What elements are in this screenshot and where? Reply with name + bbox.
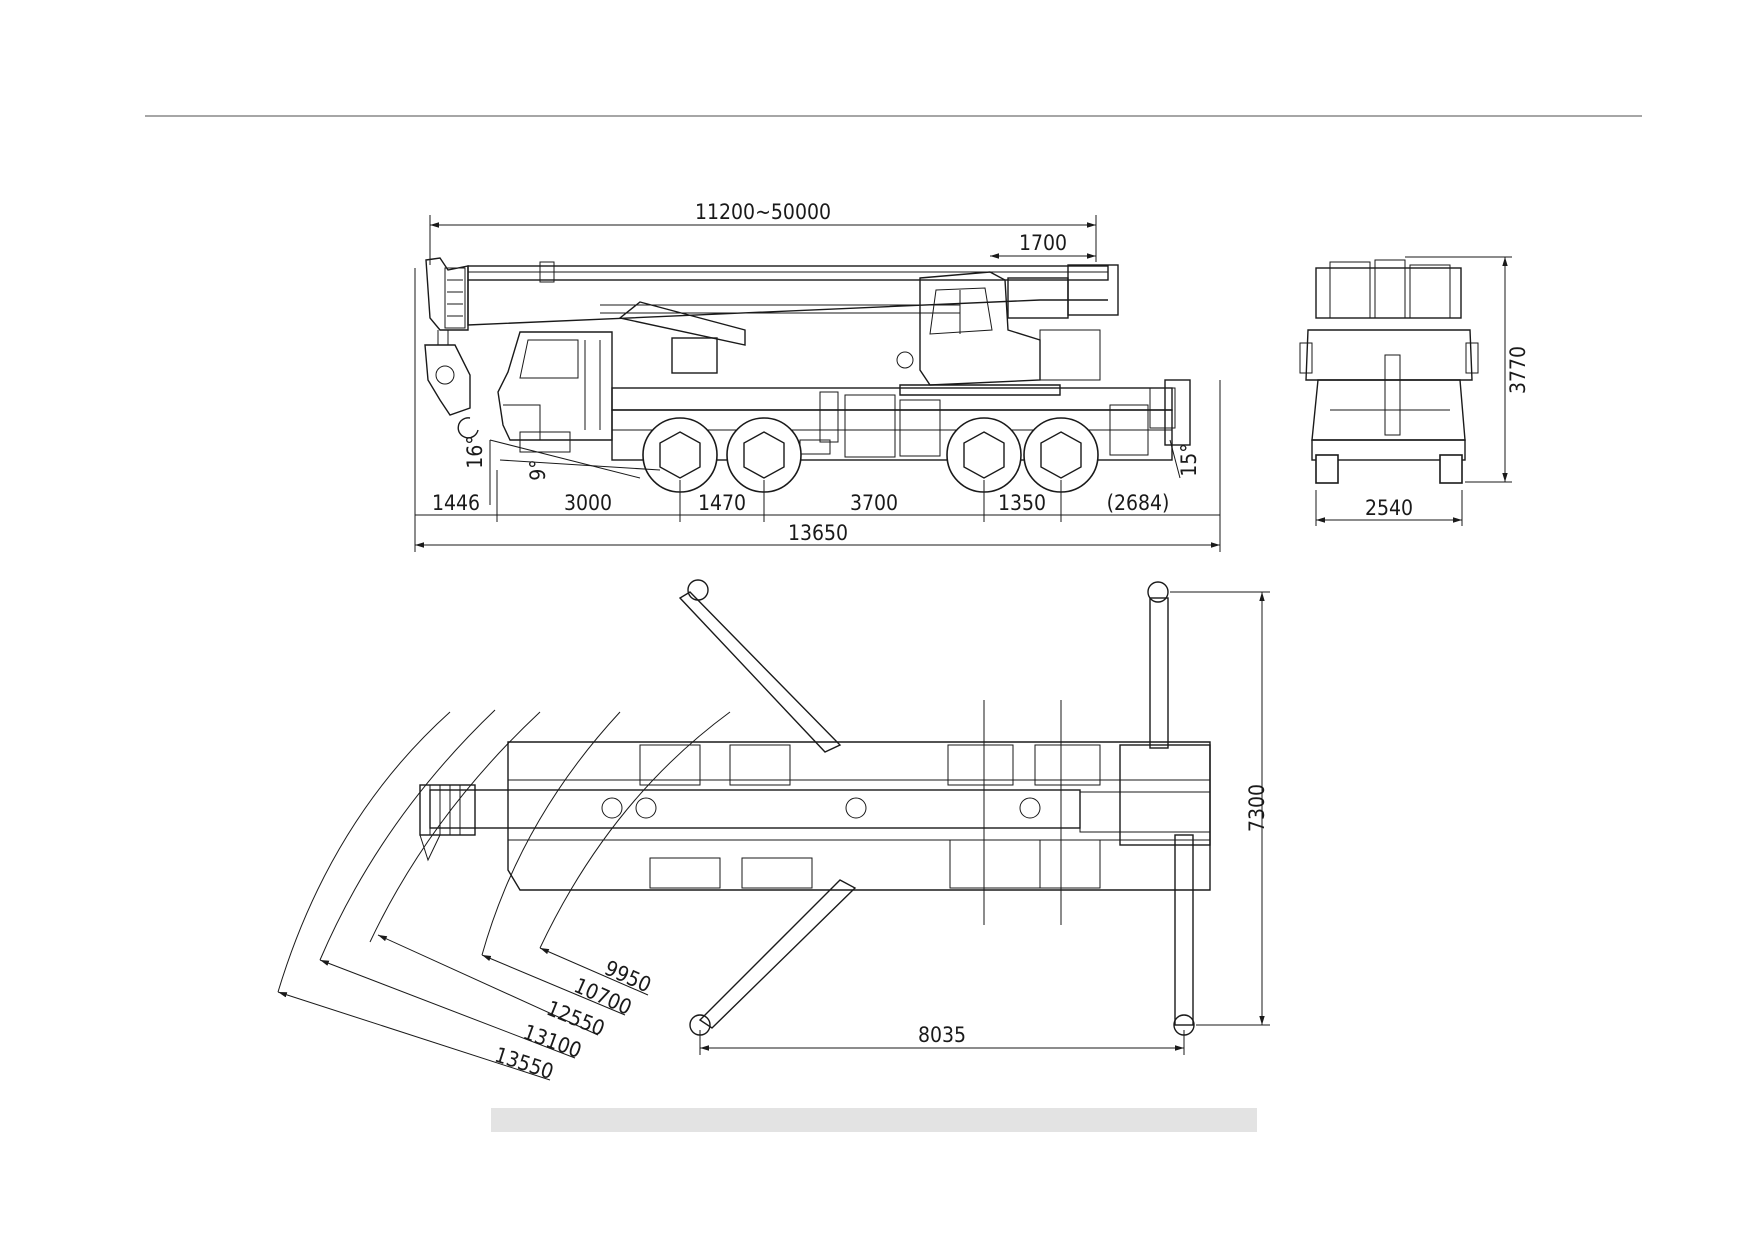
top-dimensions: 9950 10700 12550 13100 13550 7300 8035 [492, 591, 1270, 1084]
dim-outrigger-longitudinal: 8035 [918, 1023, 966, 1047]
dim-axle-1-2: 3000 [564, 491, 612, 515]
dim-departure-angle: 15° [1177, 443, 1201, 476]
dim-height: 3770 [1506, 346, 1530, 394]
wheel [1023, 417, 1099, 493]
dim-axle-4-5: 1350 [998, 491, 1046, 515]
dim-front-boom-overhang: 1700 [1019, 231, 1067, 255]
side-dimensions: 11200~50000 1700 1446 3000 1470 3700 135… [414, 200, 1221, 552]
side-view [424, 257, 1191, 505]
dim-width: 2540 [1365, 496, 1413, 520]
dim-axle-3-4: 3700 [850, 491, 898, 515]
front-view [1299, 259, 1479, 484]
dim-axle-2-3: 1470 [698, 491, 746, 515]
dim-approach-angle: 16° [463, 435, 487, 468]
dim-outrigger-transverse: 7300 [1245, 784, 1269, 832]
caption-bar [491, 1108, 1257, 1132]
wheel [726, 417, 802, 493]
wheel [642, 417, 718, 493]
dim-rear-overhang: (2684) [1107, 491, 1170, 515]
front-dimensions: 2540 3770 [1315, 256, 1530, 526]
dim-boom-length: 11200~50000 [695, 200, 831, 224]
dim-front-overhang: 1446 [432, 491, 480, 515]
dim-overall-length: 13650 [788, 521, 848, 545]
dim-angle-9: 9° [526, 459, 550, 480]
top-view [277, 579, 1211, 1081]
